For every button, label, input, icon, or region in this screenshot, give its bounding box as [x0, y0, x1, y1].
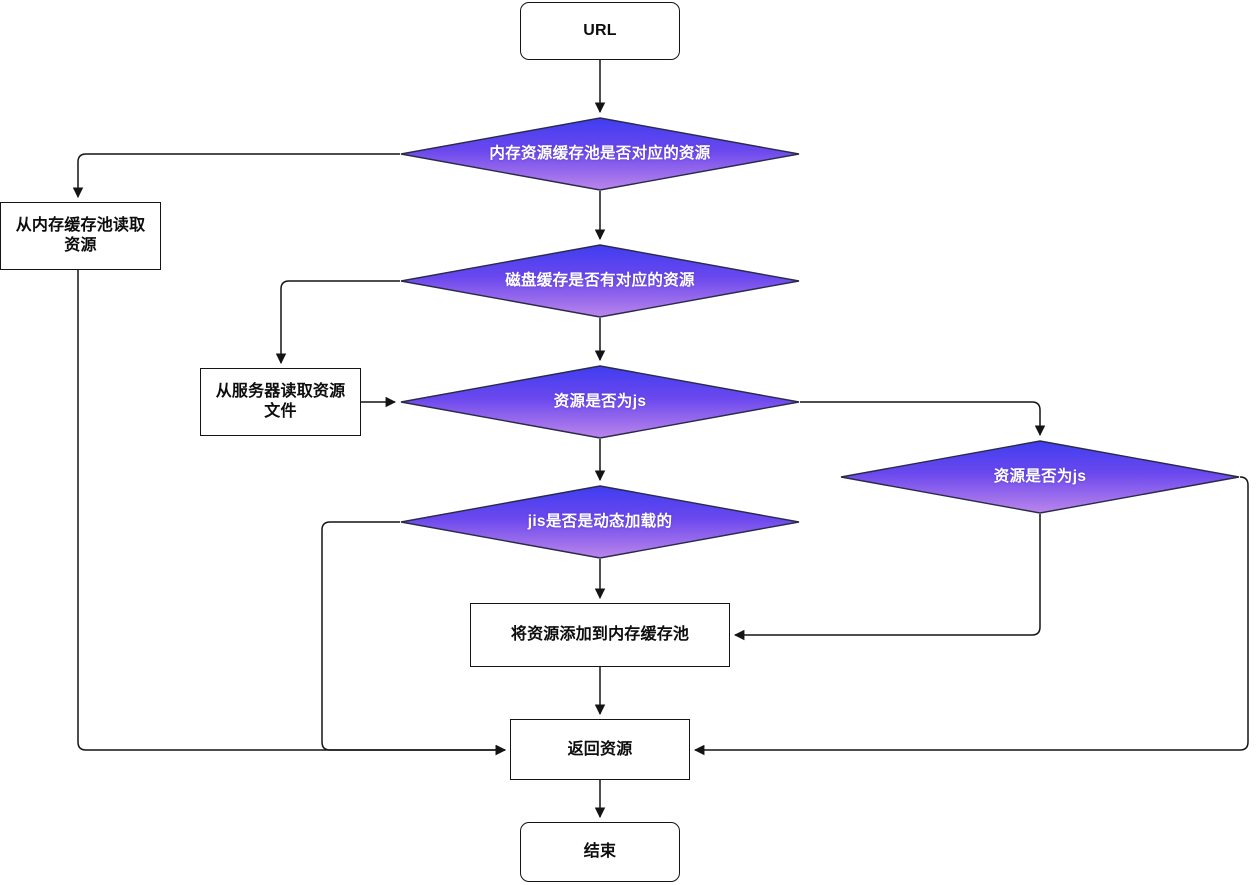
node-memory-cache-check-label: 内存资源缓存池是否对应的资源 — [489, 144, 711, 162]
node-read-from-server-label: 从服务器读取资源文件 — [215, 383, 346, 420]
node-is-dynamic-js-check-label: jis是否是动态加载的 — [527, 512, 673, 530]
node-disk-cache-check-label: 磁盘缓存是否有对应的资源 — [505, 271, 695, 289]
node-is-js-check-secondary[interactable]: 资源是否为js — [840, 440, 1240, 514]
node-is-dynamic-js-check[interactable]: jis是否是动态加载的 — [400, 485, 800, 559]
node-is-js-check-primary[interactable]: 资源是否为js — [400, 365, 800, 439]
diamond-shape-icon — [840, 440, 1240, 514]
node-url-label: URL — [583, 22, 617, 39]
diamond-shape-icon — [400, 485, 800, 559]
edge-js-check-1-to-js-check-2 — [800, 401, 1046, 437]
diamond-shape-icon — [400, 244, 800, 318]
node-return-resource-label: 返回资源 — [567, 740, 633, 758]
diamond-shape-icon — [400, 365, 800, 439]
node-memory-cache-check[interactable]: 内存资源缓存池是否对应的资源 — [400, 117, 800, 191]
node-add-to-memory-pool-label: 将资源添加到内存缓存池 — [510, 626, 690, 643]
edge-mem-check-to-read-mem — [72, 153, 400, 199]
node-end-label: 结束 — [583, 843, 617, 860]
node-disk-cache-check[interactable]: 磁盘缓存是否有对应的资源 — [400, 244, 800, 318]
node-is-js-check-primary-label: 资源是否为js — [553, 392, 647, 410]
node-read-from-server[interactable]: 从服务器读取资源文件 — [200, 368, 361, 436]
node-read-from-memory-pool[interactable]: 从内存缓存池读取资源 — [0, 202, 161, 270]
node-end[interactable]: 结束 — [520, 822, 680, 882]
node-return-resource[interactable]: 返回资源 — [510, 719, 690, 780]
diamond-shape-icon — [400, 117, 800, 191]
node-read-from-memory-pool-label: 从内存缓存池读取资源 — [15, 217, 146, 254]
node-url[interactable]: URL — [520, 2, 680, 60]
node-add-to-memory-pool[interactable]: 将资源添加到内存缓存池 — [470, 603, 730, 667]
edge-disk-check-to-read-server — [275, 280, 400, 365]
node-is-js-check-secondary-label: 资源是否为js — [993, 467, 1087, 485]
